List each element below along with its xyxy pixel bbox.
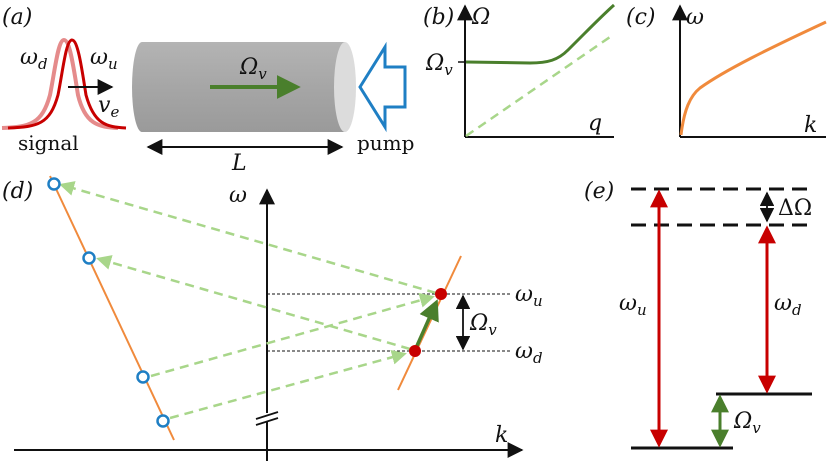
pump-arrow — [358, 41, 407, 133]
hollow-point-3 — [136, 370, 150, 384]
axis-break-gap — [259, 413, 275, 422]
forward-branch-line — [397, 255, 462, 391]
signal-label: signal — [18, 131, 79, 155]
hollow-point-4 — [156, 414, 170, 428]
b-dispersion-curve — [465, 3, 616, 65]
vibration-arrow — [414, 299, 439, 349]
d-y-label: ω — [229, 183, 247, 208]
panel-e: (e) ΔΩ ωu ωd Ωv — [584, 179, 812, 450]
e-omega-v-label: Ωv — [733, 409, 761, 437]
delta-omega-label: ΔΩ — [778, 196, 812, 221]
b-x-label: q — [588, 111, 602, 136]
filled-point-d — [409, 345, 421, 357]
panel-c-label: (c) — [626, 5, 656, 30]
omega-d-label: ωd — [20, 45, 48, 73]
pump-label: pump — [357, 131, 414, 155]
hollow-point-2 — [82, 251, 96, 265]
b-y-label: Ω — [471, 5, 490, 30]
c-x-label: k — [804, 113, 817, 138]
backward-branch-line — [49, 175, 175, 441]
panel-c: (c) ω k — [626, 4, 827, 138]
panel-a-label: (a) — [2, 5, 32, 30]
transition-third-left-to-up — [150, 293, 435, 378]
filled-point-u — [435, 288, 447, 300]
c-dispersion-curve — [679, 20, 827, 136]
omega-v-label: Ωv — [239, 55, 267, 83]
hollow-point-1 — [47, 177, 61, 191]
panel-d-label: (d) — [2, 179, 33, 204]
panel-d: (d) ω k Ωv ωu ωd — [2, 175, 543, 461]
v-e-label: ve — [98, 93, 119, 121]
e-omega-u-label: ωu — [619, 291, 647, 319]
signal-pulse-d — [1, 37, 119, 130]
length-label: L — [231, 151, 247, 176]
panel-b: (b) Ω q Ωv — [423, 3, 616, 138]
omega-u-label: ωu — [90, 45, 118, 73]
d-omega-d-label: ωd — [515, 339, 543, 367]
panel-b-label: (b) — [423, 5, 454, 30]
panel-e-label: (e) — [584, 179, 614, 204]
d-omega-u-label: ωu — [515, 282, 543, 310]
transition-up-to-top-left — [59, 181, 437, 295]
transition-down-to-second-left — [96, 255, 411, 351]
c-y-label: ω — [686, 5, 704, 30]
axis-break-mark-2 — [255, 417, 279, 426]
axis-break-mark-1 — [255, 411, 279, 420]
e-omega-d-label: ωd — [774, 291, 802, 319]
transition-bottom-left-to-down — [169, 349, 407, 420]
signal-pulse-u — [7, 38, 127, 130]
d-omega-v-label: Ωv — [469, 311, 497, 339]
d-x-label: k — [495, 423, 508, 448]
panel-a: (a) ωd ωu ve signal Ωv pump L — [1, 5, 414, 176]
b-tick-label: Ωv — [425, 51, 453, 79]
